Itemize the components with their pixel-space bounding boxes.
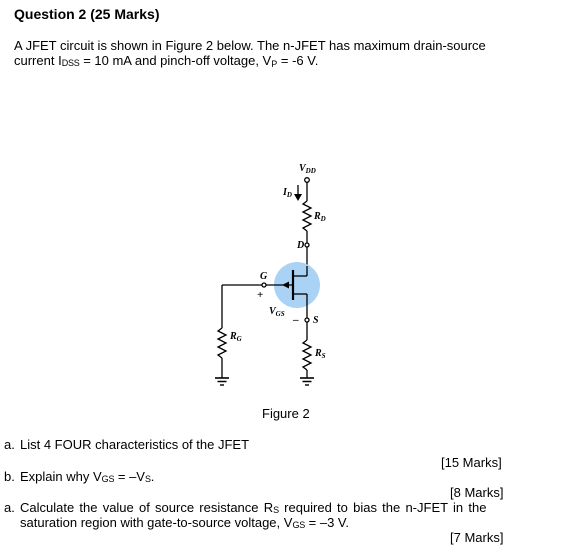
- rs-resistor: [301, 339, 313, 371]
- marks-b: [8 Marks]: [450, 485, 504, 500]
- vgs-label: VGS: [269, 306, 285, 318]
- part-a1-text: List 4 FOUR characteristics of the JFET: [20, 437, 250, 452]
- vdd-terminal: [304, 177, 310, 183]
- marks-a2: [7 Marks]: [450, 530, 504, 545]
- g-label: G: [260, 271, 268, 282]
- subscript: S: [273, 505, 279, 515]
- intro-line-1: A JFET circuit is shown in Figure 2 belo…: [14, 38, 486, 53]
- marks-a1: [15 Marks]: [441, 455, 502, 470]
- part-a2-line2: saturation region with gate-to-source vo…: [20, 515, 349, 532]
- jfet-highlight: [274, 262, 320, 308]
- subscript: S: [144, 474, 151, 484]
- d-label: D: [296, 240, 304, 251]
- part-a2-text-segment: = –3 V.: [305, 515, 350, 530]
- part-a2-text-segment: saturation region with gate-to-source vo…: [20, 515, 293, 530]
- rg-label: RG: [229, 331, 242, 343]
- part-b-text-segment: .: [150, 469, 155, 484]
- part-a1-label: a.: [4, 437, 15, 452]
- rg-resistor: [216, 327, 228, 359]
- id-label: ID: [282, 187, 292, 199]
- intro-text: current I: [14, 53, 62, 68]
- part-b-label: b.: [4, 469, 15, 484]
- intro-line-2: current IDSS = 10 mA and pinch-off volta…: [14, 53, 318, 70]
- gate-terminal: [261, 282, 267, 288]
- vdd-label: VDD: [299, 163, 316, 175]
- subscript: DSS: [61, 58, 80, 68]
- gate-arrowhead: [282, 281, 289, 289]
- id-arrowhead: [294, 194, 302, 201]
- part-b-text: Explain why VGS = –VS.: [20, 469, 154, 486]
- source-node: [304, 317, 310, 323]
- part-a2-line1: Calculate the value of source resistance…: [20, 500, 486, 517]
- minus-label: –: [292, 314, 299, 326]
- s-label: S: [313, 315, 319, 326]
- subscript: GS: [292, 520, 306, 530]
- part-a2-text-segment: required to bias the n-JFET in the: [278, 500, 487, 515]
- plus-label: +: [257, 289, 263, 301]
- part-b-text-segment: Explain why V: [20, 469, 102, 484]
- drain-node: [304, 242, 310, 248]
- rd-resistor: [301, 200, 313, 232]
- jfet-circuit-diagram: VDD ID RD D G + VGS – S RG RS: [215, 163, 326, 386]
- rs-label: RS: [314, 348, 326, 360]
- intro-text: = 10 mA and pinch-off voltage, V: [79, 53, 272, 68]
- part-a2-label: a.: [4, 500, 15, 515]
- question-title: Question 2 (25 Marks): [14, 6, 160, 22]
- part-b-text-segment: = –V: [114, 469, 145, 484]
- part-a2-text-segment: Calculate the value of source resistance…: [20, 500, 274, 515]
- figure-caption: Figure 2: [262, 406, 310, 421]
- rd-label: RD: [313, 211, 326, 223]
- subscript: GS: [101, 474, 115, 484]
- intro-text: = -6 V.: [277, 53, 319, 68]
- subscript: P: [271, 59, 278, 69]
